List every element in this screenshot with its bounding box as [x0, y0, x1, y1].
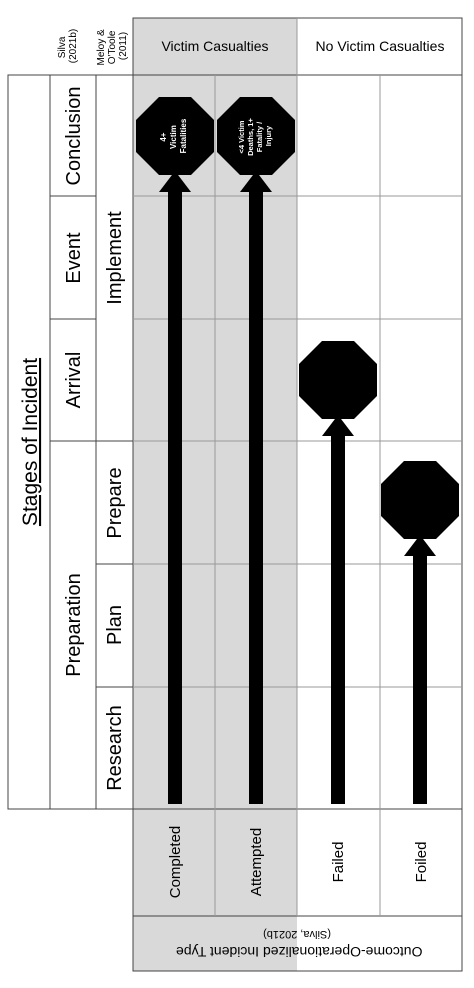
meloy-stage-frame	[95, 74, 134, 810]
type-attempted: Attempted	[248, 828, 265, 896]
type-failed: Failed	[330, 842, 347, 883]
octagon-attempted-label: <4 Victim Deaths, 1+ Fatality / Injury	[237, 116, 273, 156]
arrow-foiled	[404, 535, 436, 804]
victim-casualties-header: Victim Casualties	[161, 38, 268, 54]
silva-stage-preparation: Preparation	[63, 573, 85, 676]
octagon-completed-label: 4+ Victim Fatalities	[159, 118, 188, 153]
row-lines	[133, 195, 462, 688]
type-foiled: Foiled	[413, 842, 430, 883]
octagon-attempted	[217, 97, 295, 175]
arrow-completed	[159, 171, 191, 804]
octagon-foiled	[381, 461, 459, 539]
octagon-completed	[136, 97, 214, 175]
stages-of-incident-title: Stages of Incident	[19, 358, 42, 526]
no-victim-casualties-header: No Victim Casualties	[316, 38, 445, 54]
meloy-header: Meloy & O'Toole (2011)	[96, 27, 129, 66]
type-completed: Completed	[167, 826, 184, 899]
meloy-stage-implement: Implement	[104, 211, 126, 305]
octagon-failed	[299, 341, 377, 419]
column-lines	[214, 18, 381, 916]
silva-stage-conclusion: Conclusion	[63, 87, 85, 186]
silva-stage-dividers	[50, 195, 96, 442]
meloy-stage-prepare: Prepare	[104, 467, 126, 538]
arrow-attempted	[240, 171, 272, 804]
silva-stage-arrival: Arrival	[63, 352, 85, 409]
arrow-failed	[322, 415, 354, 804]
bottom-caption: Outcome-Operationalized Incident Type (S…	[172, 928, 423, 960]
meloy-stage-research: Research	[104, 705, 126, 791]
silva-stage-event: Event	[63, 232, 85, 284]
meloy-stage-plan: Plan	[104, 605, 126, 645]
silva-header: Silva (2021b)	[57, 29, 79, 63]
meloy-stage-dividers	[96, 440, 133, 688]
